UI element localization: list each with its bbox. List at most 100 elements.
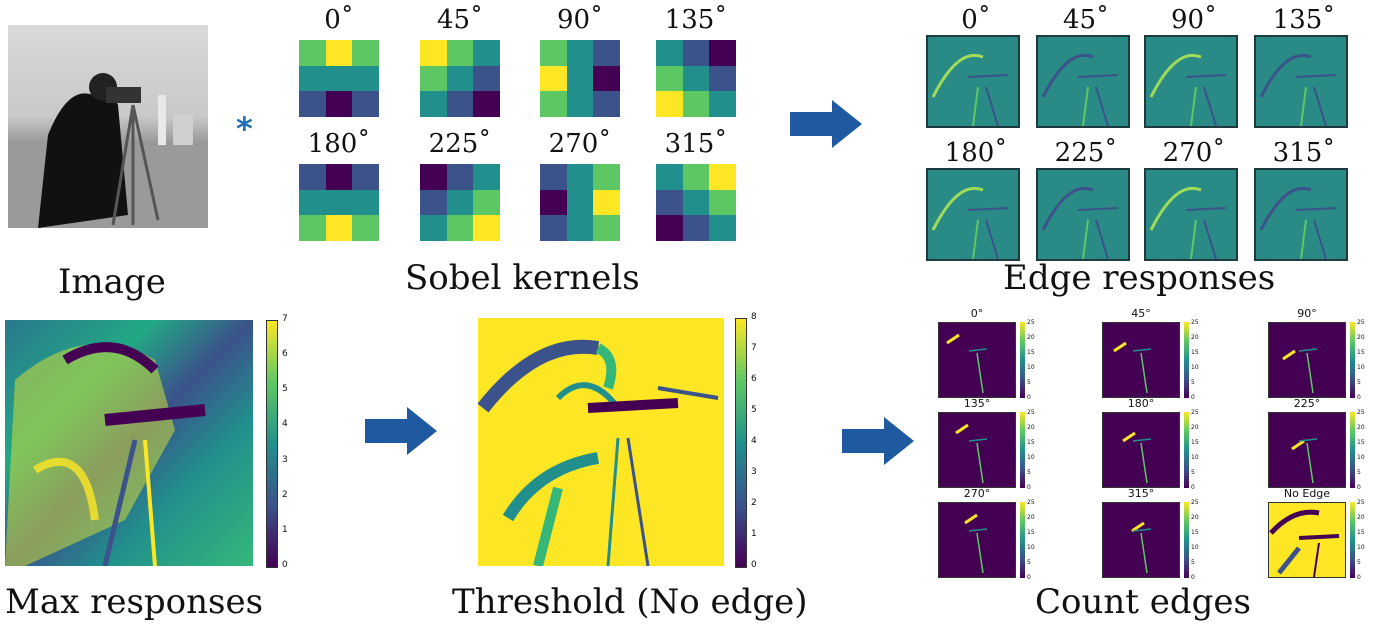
edge-angle-label: 0˚ — [961, 5, 991, 35]
kernel-cell — [473, 40, 500, 66]
count-colorbar — [1184, 412, 1189, 488]
colorbar-tick-label: 10 — [1027, 454, 1035, 461]
kernel-cell — [682, 91, 710, 117]
colorbar-tick-label: 6 — [282, 349, 288, 360]
colorbar-tick-label: 0 — [1357, 394, 1361, 401]
kernel-cell — [325, 65, 353, 92]
kernel-angle-label: 90˚ — [556, 5, 604, 35]
sobel-kernel — [540, 164, 620, 241]
kernel-cell — [420, 91, 447, 117]
colorbar-tick-label: 5 — [1357, 559, 1361, 566]
kernel-cell — [299, 65, 326, 92]
kernel-cell — [593, 189, 620, 216]
kernel-cell — [682, 164, 710, 190]
kernel-angle-label: 270˚ — [548, 129, 612, 159]
count-colorbar — [1020, 502, 1025, 578]
colorbar-tick-label: 25 — [1027, 499, 1035, 506]
kernel-cell — [709, 65, 736, 92]
colorbar-tick-label: 1 — [751, 529, 757, 539]
colorbar-tick-label: 20 — [1027, 334, 1035, 341]
colorbar-tick-label: 5 — [1191, 559, 1195, 566]
kernel-cell — [473, 91, 500, 117]
count-edge-title: 225° — [1293, 397, 1321, 410]
kernel-cell — [299, 91, 326, 117]
sobel-kernel — [656, 40, 736, 117]
kernel-cell — [325, 164, 353, 190]
colorbar-tick-label: 4 — [751, 436, 757, 446]
edge-angle-label: 135˚ — [1272, 5, 1336, 35]
edge-angle-label: 90˚ — [1170, 5, 1218, 35]
edge-angle-label: 45˚ — [1062, 5, 1110, 35]
kernel-cell — [473, 164, 500, 190]
colorbar-tick-label: 7 — [282, 314, 288, 324]
kernel-angle-label: 180˚ — [307, 129, 371, 159]
colorbar-tick-label: 0 — [1191, 574, 1195, 581]
kernel-angle-label: 135˚ — [664, 5, 728, 35]
colorbar-tick-label: 0 — [1357, 484, 1361, 491]
kernel-cell — [446, 189, 474, 216]
kernel-cell — [682, 65, 710, 92]
sobel-kernel — [420, 40, 500, 117]
colorbar-tick-label: 5 — [1027, 379, 1031, 386]
kernel-cell — [656, 215, 683, 241]
colorbar-tick-label: 10 — [1027, 544, 1035, 551]
kernel-cell — [709, 189, 736, 216]
source-image — [8, 25, 208, 228]
max-colorbar — [266, 320, 278, 568]
colorbar-tick-label: 25 — [1191, 499, 1199, 506]
colorbar-tick-label: 0 — [1357, 574, 1361, 581]
sobel-kernel — [420, 164, 500, 241]
kernel-angle-label: 0˚ — [324, 5, 354, 35]
edge-angle-label: 315˚ — [1272, 138, 1336, 168]
kernel-cell — [420, 65, 447, 92]
colorbar-tick-label: 0 — [751, 560, 757, 570]
colorbar-tick-label: 25 — [1191, 319, 1199, 326]
cameraman-photo — [8, 73, 208, 228]
kernel-cell — [420, 215, 447, 241]
kernel-cell — [682, 189, 710, 216]
colorbar-tick-label: 0 — [1027, 574, 1031, 581]
colorbar-tick-label: 10 — [1191, 544, 1199, 551]
caption-max-responses: Max responses — [5, 582, 264, 622]
kernel-cell — [446, 215, 474, 241]
colorbar-tick-label: 5 — [1027, 469, 1031, 476]
edge-response-image — [1036, 35, 1130, 128]
kernel-angle-label: 225˚ — [428, 129, 492, 159]
kernel-cell — [656, 164, 683, 190]
colorbar-tick-label: 6 — [751, 374, 757, 384]
edge-response-image — [1036, 168, 1130, 261]
count-edge-image — [938, 412, 1016, 488]
edge-angle-label: 180˚ — [944, 138, 1008, 168]
edge-response-image — [926, 35, 1020, 128]
count-edge-image — [1102, 322, 1180, 398]
arrow-right-icon — [842, 417, 914, 465]
caption-count-edges: Count edges — [1035, 582, 1251, 622]
colorbar-tick-label: 8 — [751, 312, 757, 322]
kernel-angle-label: 315˚ — [664, 129, 728, 159]
kernel-cell — [682, 215, 710, 241]
count-edge-title: 0° — [970, 307, 984, 320]
kernel-cell — [656, 40, 683, 66]
kernel-cell — [473, 65, 500, 92]
kernel-cell — [593, 164, 620, 190]
threshold-colorbar — [735, 318, 747, 568]
colorbar-tick-label: 25 — [1357, 409, 1365, 416]
kernel-cell — [352, 65, 379, 92]
kernel-cell — [593, 65, 620, 92]
count-colorbar — [1020, 412, 1025, 488]
colorbar-tick-label: 20 — [1357, 334, 1365, 341]
arrow-right-icon — [365, 407, 437, 455]
colorbar-tick-label: 5 — [1357, 469, 1361, 476]
colorbar-tick-label: 3 — [282, 454, 288, 465]
count-colorbar — [1350, 502, 1355, 578]
count-edge-image — [1102, 502, 1180, 578]
count-colorbar — [1184, 502, 1189, 578]
sobel-kernel — [656, 164, 736, 241]
kernel-cell — [420, 164, 447, 190]
caption-edge-responses: Edge responses — [1003, 258, 1276, 298]
kernel-cell — [709, 215, 736, 241]
kernel-cell — [540, 189, 567, 216]
colorbar-tick-label: 10 — [1191, 454, 1199, 461]
colorbar-tick-label: 10 — [1357, 544, 1365, 551]
arrow-right-icon — [790, 100, 862, 148]
